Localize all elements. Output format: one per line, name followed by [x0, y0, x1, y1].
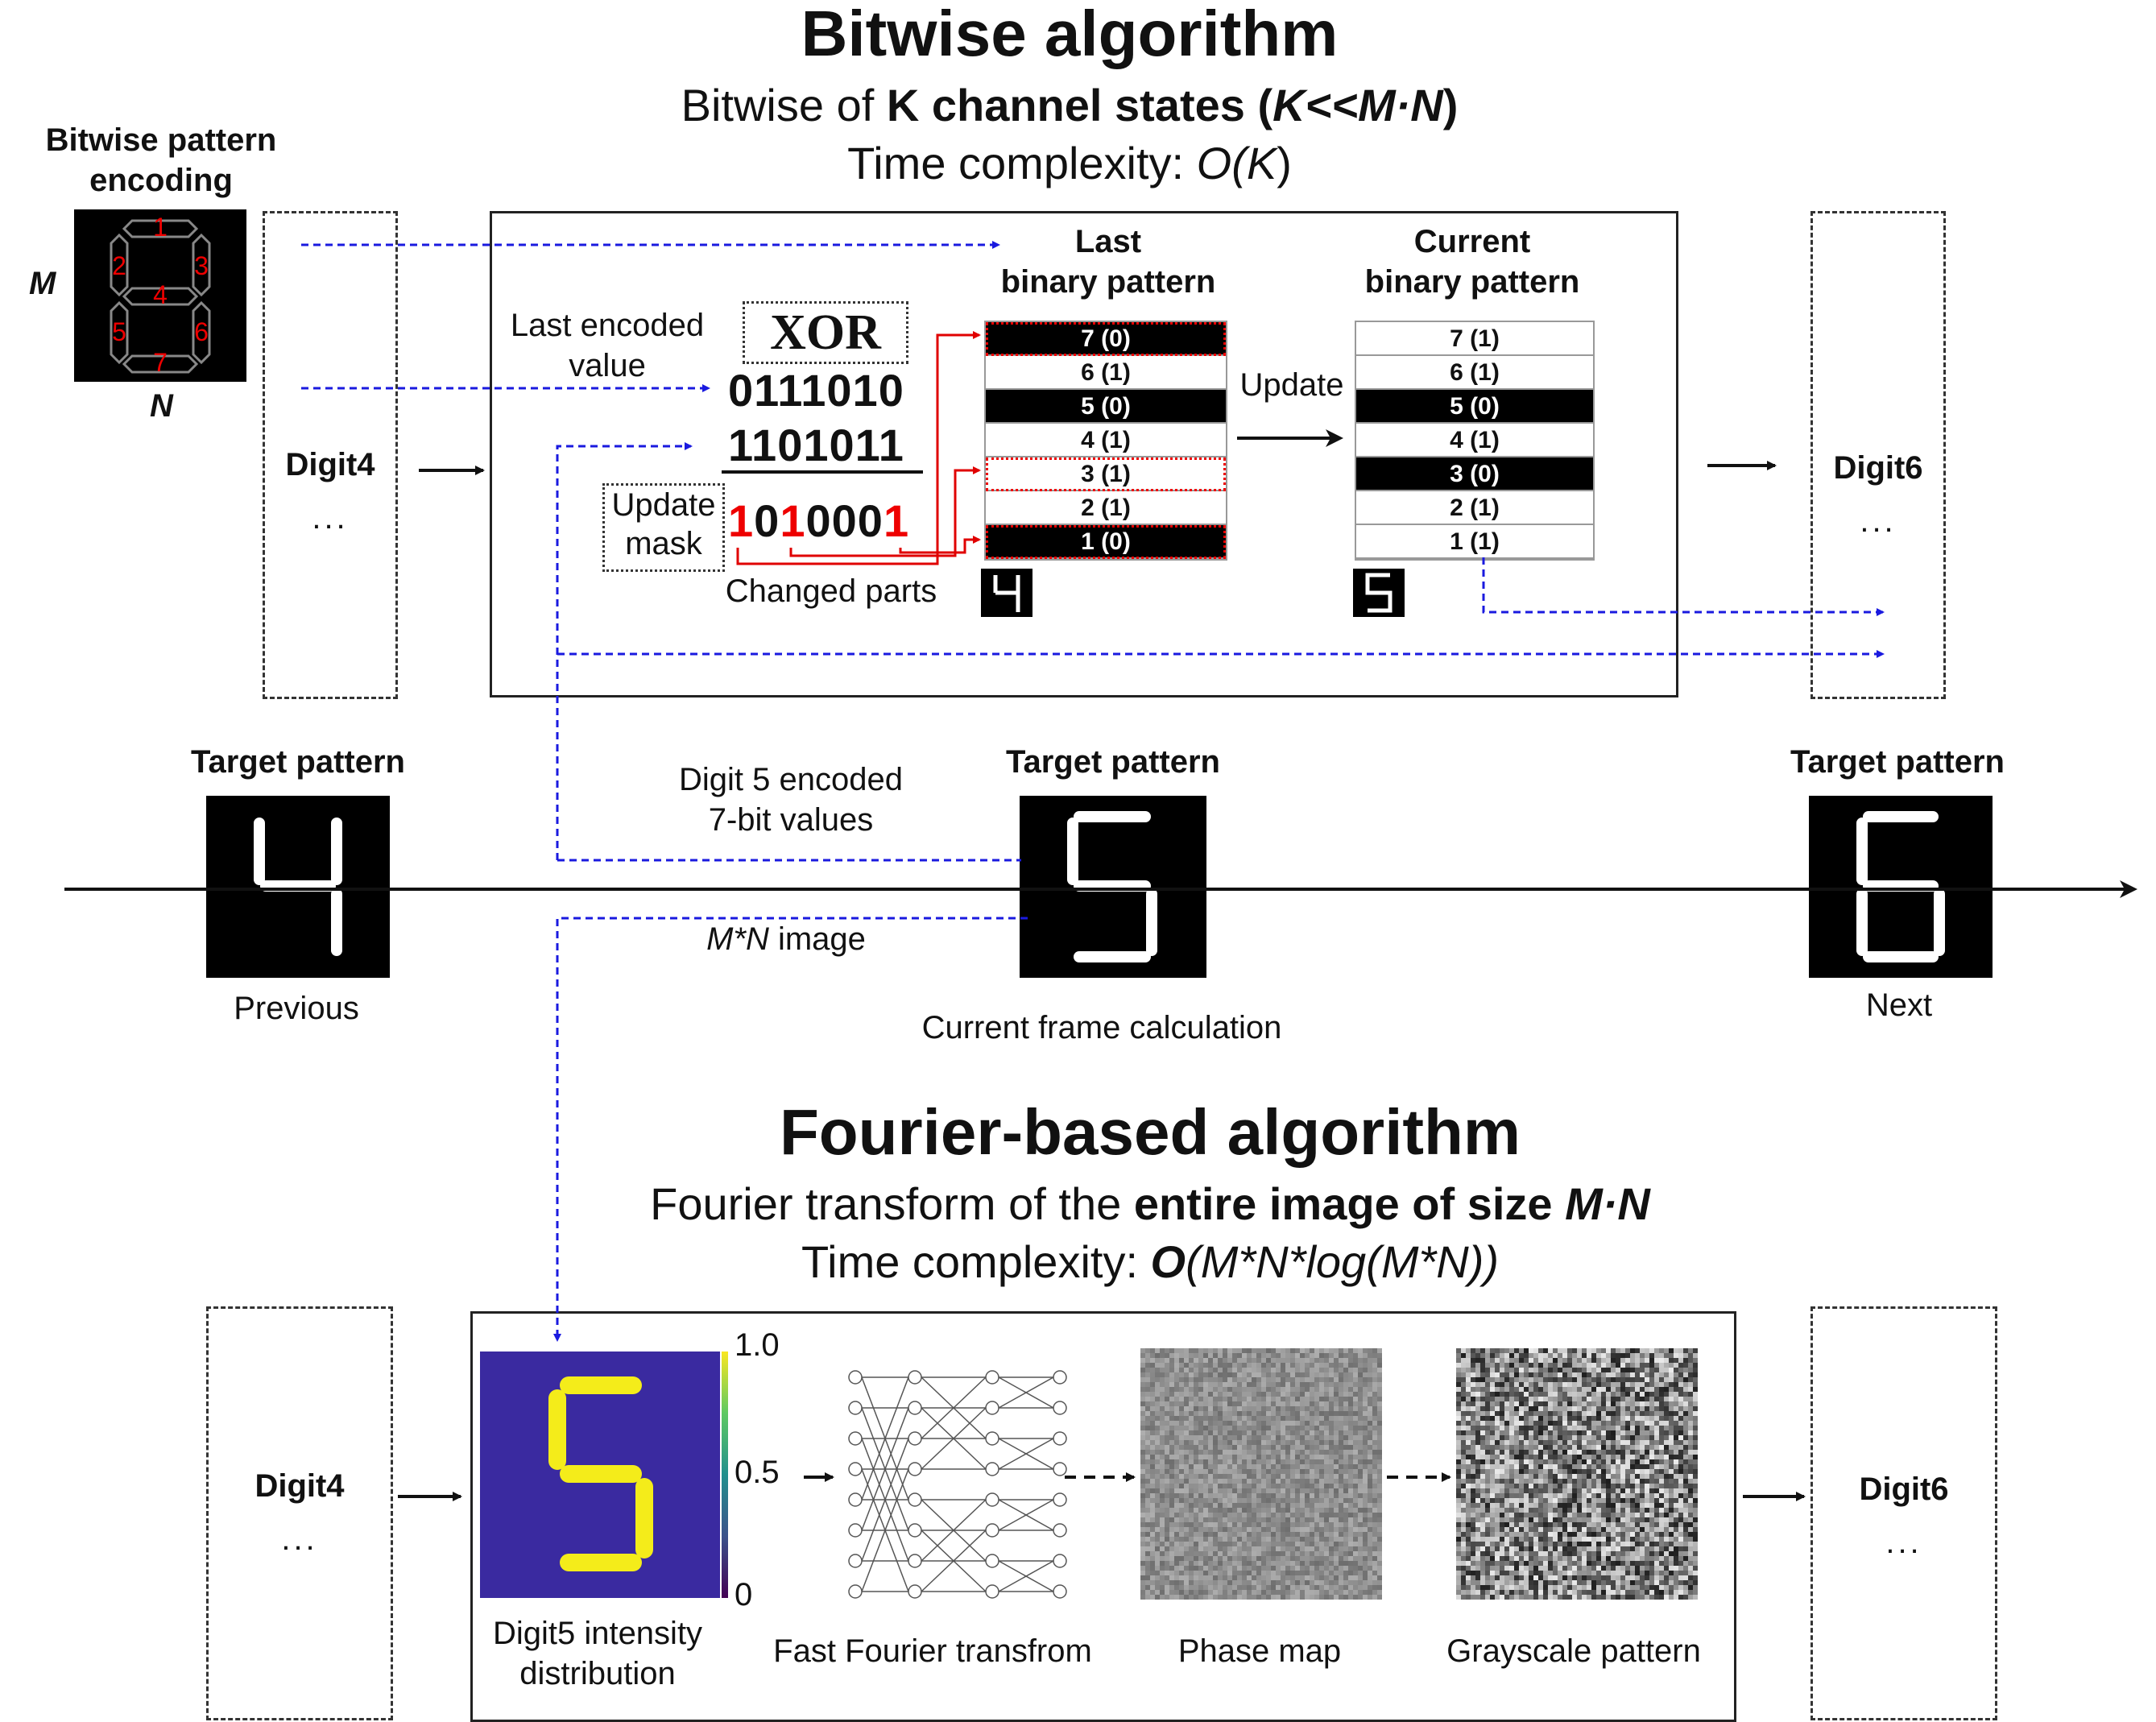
arrow-current-to-digit6 — [1484, 557, 1883, 612]
arrow-mn-image-to-intensity — [557, 918, 1028, 1340]
